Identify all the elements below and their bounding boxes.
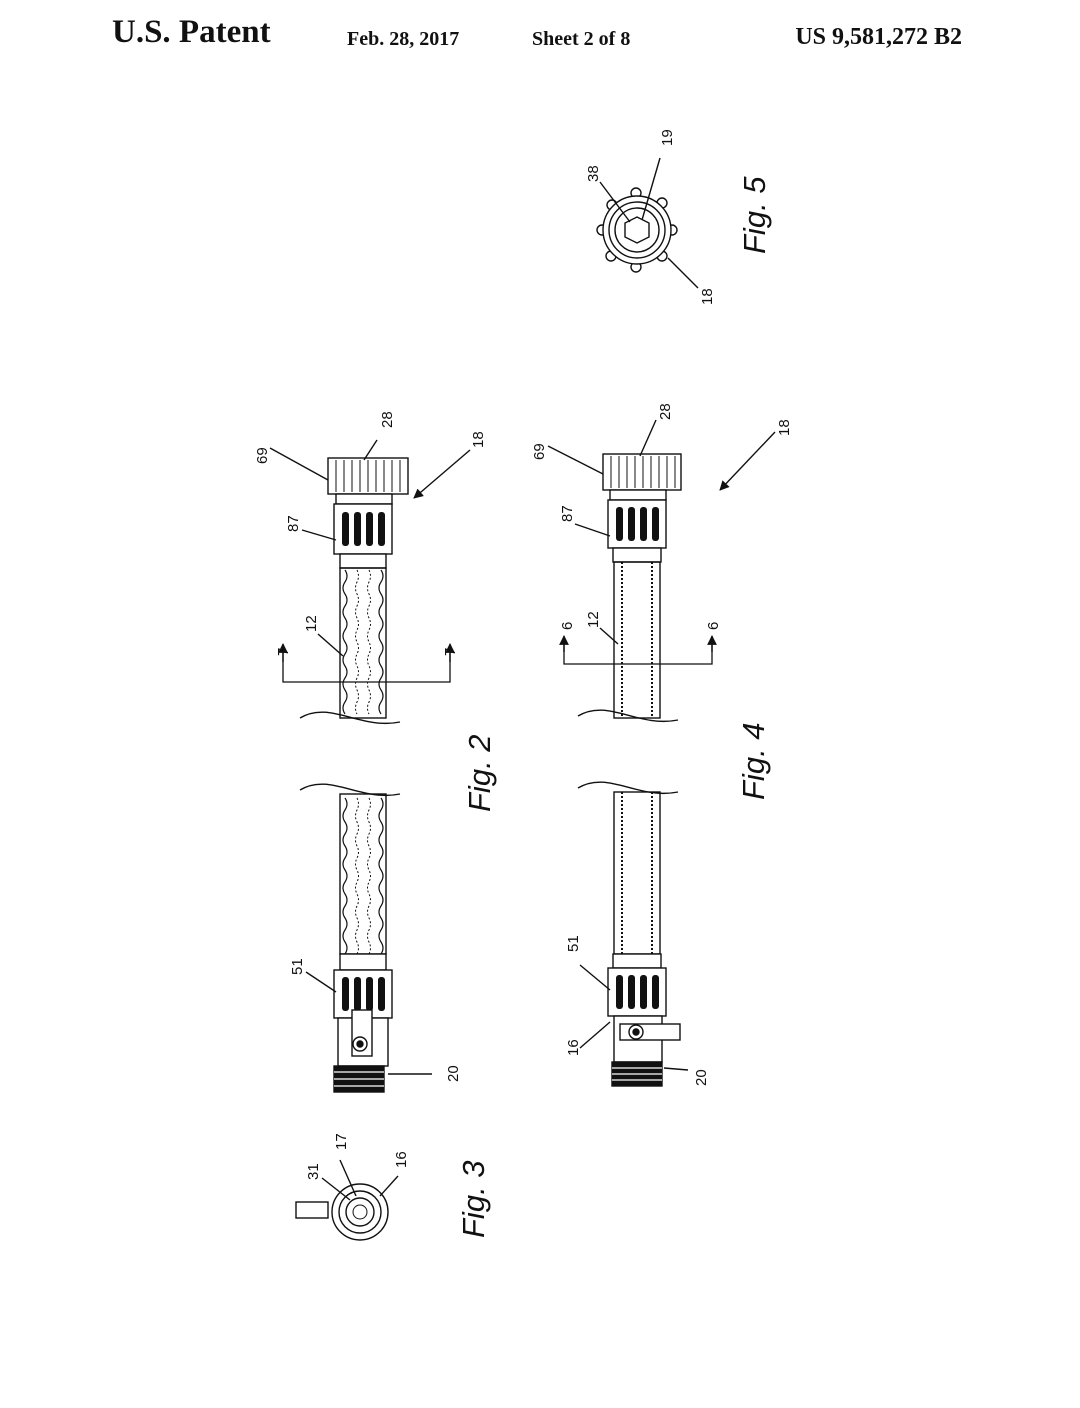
fig4-label-20: 20 — [693, 1069, 710, 1086]
fig2-label-7-left: 7 — [275, 648, 292, 656]
fig4-label-6-left: 6 — [559, 622, 576, 630]
fig5-label-18: 18 — [699, 288, 716, 305]
fig3-handle — [295, 1201, 329, 1219]
figure-3 — [295, 1159, 399, 1241]
fig2-label-51: 51 — [289, 958, 306, 975]
fig4-label-87: 87 — [559, 505, 576, 522]
fig2-label-12: 12 — [303, 615, 320, 632]
fig4-nut-28 — [602, 453, 682, 491]
fig3-caption: Fig. 3 — [456, 1160, 491, 1238]
figure-5 — [596, 157, 699, 289]
sheet-number: Sheet 2 of 8 — [532, 28, 631, 50]
fig4-label-6-right: 6 — [705, 622, 722, 630]
fig2-label-69: 69 — [254, 447, 271, 464]
fig4-hose-lower — [613, 791, 661, 955]
fig2-label-20: 20 — [445, 1065, 462, 1082]
fig3-body — [331, 1183, 389, 1241]
fig5-hex — [624, 216, 650, 244]
fig3-label-31: 31 — [305, 1163, 322, 1180]
fig4-label-51: 51 — [565, 935, 582, 952]
fig4-label-18: 18 — [776, 419, 793, 436]
fig5-label-19: 19 — [659, 129, 676, 146]
fig4-label-69: 69 — [531, 443, 548, 460]
figure-4 — [547, 419, 776, 1087]
figure-2 — [269, 439, 471, 1093]
fig2-label-87: 87 — [285, 515, 302, 532]
publication-title: U.S. Patent — [112, 14, 271, 50]
fig2-hose-upper — [339, 567, 387, 719]
fig2-caption: Fig. 2 — [462, 734, 497, 812]
fig4-label-28: 28 — [657, 403, 674, 420]
fig5-caption: Fig. 5 — [737, 176, 772, 254]
fig4-hose-upper — [613, 561, 661, 719]
fig2-label-28: 28 — [379, 411, 396, 428]
fig4-label-16: 16 — [565, 1039, 582, 1056]
fig4-label-12: 12 — [585, 611, 602, 628]
fig2-label-7-right: 7 — [442, 648, 459, 656]
fig5-label-38: 38 — [585, 165, 602, 182]
fig3-label-16: 16 — [393, 1151, 410, 1168]
fig3-label-17: 17 — [333, 1133, 350, 1150]
fig4-caption: Fig. 4 — [736, 722, 771, 800]
fig2-label-18: 18 — [470, 431, 487, 448]
patent-number: US 9,581,272 B2 — [795, 24, 962, 50]
publication-date: Feb. 28, 2017 — [347, 28, 460, 50]
